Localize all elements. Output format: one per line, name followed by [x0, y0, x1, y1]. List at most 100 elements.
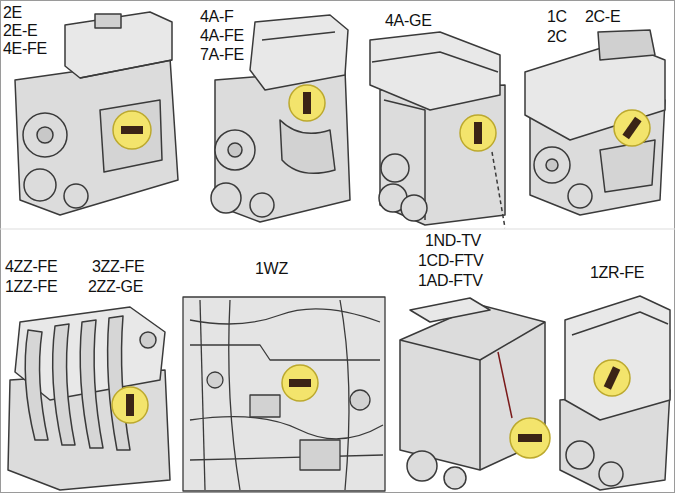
- engine-drawing: [215, 130, 255, 170]
- engine-drawing: [190, 417, 383, 439]
- engine-code: 1CD-FTV: [418, 252, 483, 270]
- engine-drawing: [300, 440, 340, 470]
- engine-drawing: [8, 307, 170, 490]
- engine-drawing: [183, 297, 385, 491]
- engine-drawing: [525, 30, 665, 215]
- engine-drawing: [228, 143, 242, 157]
- engine-drawing: [350, 390, 370, 410]
- engine-drawing: [207, 372, 223, 388]
- engine-drawing: [250, 193, 274, 217]
- engine-drawing: [190, 309, 380, 324]
- engine-drawing: [25, 330, 48, 440]
- engine-code: 1ZR-FE: [590, 264, 644, 282]
- engine-number-marker: [303, 92, 311, 114]
- engine-drawing: [381, 154, 409, 182]
- engine-drawing: [407, 451, 437, 481]
- engine-drawing: [566, 441, 594, 469]
- engine-number-marker: [594, 360, 630, 396]
- engine-number-marker: [113, 111, 151, 149]
- engine-drawing: [444, 467, 466, 489]
- engine-drawing: [560, 296, 670, 490]
- engine-drawing: [598, 30, 655, 60]
- engine-code: 3ZZ-FE: [92, 258, 144, 276]
- engine-drawing: [534, 147, 570, 183]
- engine-number-marker: [474, 122, 482, 144]
- engine-number-marker: [614, 110, 650, 146]
- engine-drawing: [200, 300, 205, 490]
- engine-drawing: [23, 113, 67, 157]
- engine-drawing: [24, 169, 56, 201]
- engine-drawing: [100, 100, 162, 172]
- engine-drawing: [572, 312, 668, 335]
- engine-drawing: [15, 58, 178, 215]
- engine-drawing: [250, 15, 348, 90]
- engine-drawing: [492, 152, 505, 228]
- engine-drawing: [53, 324, 75, 445]
- engine-drawing: [95, 14, 121, 28]
- engine-number-marker: [289, 85, 325, 121]
- engine-drawing: [140, 332, 156, 348]
- engine-drawing: [37, 127, 53, 143]
- engine-drawing: [229, 300, 240, 490]
- engine-code: 2C: [547, 28, 567, 46]
- engine-code: 4E-FE: [3, 40, 47, 58]
- engine-drawing: [211, 183, 241, 213]
- engine-number-marker: [126, 394, 134, 416]
- engine-drawing: [64, 184, 88, 208]
- engine-number-marker: [282, 365, 318, 401]
- engine-drawing: [370, 32, 505, 228]
- engine-code: 1ND-TV: [425, 232, 481, 250]
- engine-number-marker: [622, 117, 641, 140]
- engine-code: 7A-FE: [200, 46, 244, 64]
- engine-drawing: [340, 300, 349, 490]
- engine-drawing: [498, 352, 512, 418]
- engine-number-marker: [518, 434, 542, 442]
- engine-number-marker: [121, 126, 143, 134]
- engine-drawing: [546, 159, 558, 171]
- engine-code: 1ZZ-FE: [5, 278, 57, 296]
- engine-drawing: [479, 360, 481, 470]
- engine-code: 2E-E: [3, 22, 37, 40]
- engine-code: 1AD-FTV: [418, 272, 483, 290]
- engine-code: 1C: [547, 8, 567, 26]
- engine-drawing: [370, 32, 500, 110]
- engine-code: 4A-F: [200, 8, 233, 26]
- engine-drawing: [410, 298, 490, 322]
- engine-drawing: [190, 345, 380, 360]
- engine-code: 4ZZ-FE: [5, 258, 57, 276]
- engine-code: 1WZ: [255, 260, 288, 278]
- engine-drawing: [400, 298, 545, 489]
- engine-drawing: [80, 320, 103, 448]
- engine-drawing: [262, 32, 335, 40]
- engine-number-marker: [289, 379, 311, 387]
- engine-drawing: [565, 296, 670, 420]
- engine-drawing: [250, 395, 280, 417]
- engine-number-marker: [112, 85, 650, 458]
- engine-drawing: [372, 52, 498, 72]
- engine-code: 2ZZ-GE: [88, 278, 143, 296]
- engine-drawing: [190, 455, 383, 460]
- engine-drawing: [183, 297, 385, 491]
- engine-drawing: [568, 184, 592, 208]
- engine-number-marker: [510, 418, 550, 458]
- engine-drawing: [599, 462, 623, 486]
- engine-drawing: [600, 140, 655, 192]
- engine-drawing: [108, 316, 130, 450]
- engine-drawing: [401, 195, 427, 221]
- engine-code: 2C-E: [585, 8, 620, 26]
- engine-code: 2E: [3, 4, 22, 22]
- engine-drawing: [65, 12, 172, 78]
- engine-number-marker: [460, 115, 496, 151]
- engine-drawing: [280, 120, 335, 173]
- engine-drawing: [80, 60, 172, 78]
- engine-code: 4A-FE: [200, 27, 244, 45]
- page-frame: [0, 229, 675, 230]
- engine-number-marker: [112, 387, 148, 423]
- engine-drawing: [400, 322, 545, 360]
- engine-number-marker: [604, 366, 621, 389]
- engine-code: 4A-GE: [385, 12, 432, 30]
